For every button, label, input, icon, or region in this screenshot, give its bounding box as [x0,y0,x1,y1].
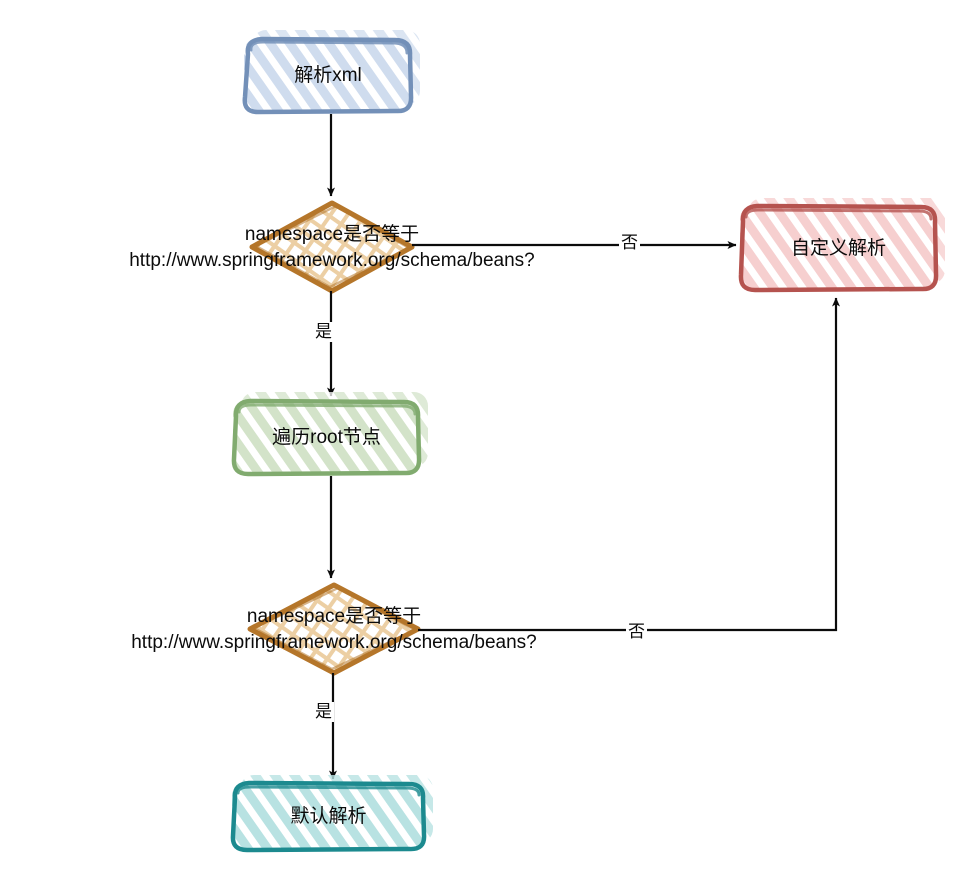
edge-label-yes-bottom: 是 [313,702,334,722]
node-traverse-root[interactable] [231,392,428,477]
node-decision2-label: namespace是否等于 http://www.springframework… [34,604,634,656]
node-default-parse-fill [232,782,425,850]
edge-decision2-no [418,297,840,632]
node-traverse-root-outline [231,398,422,477]
node-parse-xml-fill [244,38,412,113]
node-decision1-label-line2: http://www.springframework.org/schema/be… [129,250,535,271]
node-parse-xml[interactable] [242,30,420,115]
node-custom-parse-fill [740,205,937,291]
node-traverse-root-fill [233,400,420,475]
node-parse-xml-outline-sketch [249,40,409,55]
node-traverse-root-outline-sketch [237,403,417,416]
node-decision2-outline-sketch [252,586,417,671]
node-decision-child-namespace[interactable] [247,582,421,676]
node-decision2-label-line1: namespace是否等于 [246,606,422,627]
node-decision2-label-line2: http://www.springframework.org/schema/be… [131,632,537,653]
node-custom-parse[interactable] [738,198,945,293]
node-custom-parse-outline [738,203,939,293]
node-decision1-label: namespace是否等于 http://www.springframework… [32,222,632,274]
node-parse-xml-outline [242,36,414,115]
node-custom-parse-outline-sketch [744,208,933,221]
node-default-parse-outline-sketch [236,785,421,797]
edge-label-no-top: 否 [619,233,640,253]
edge-label-yes-top: 是 [313,322,334,342]
node-decision1-outline-sketch [254,204,411,289]
node-default-parse-outline [230,780,427,853]
edge-decision2-no-line [418,297,840,632]
node-default-parse[interactable] [230,775,433,853]
edge-label-no-bottom: 否 [626,622,647,642]
node-decision1-label-line1: namespace是否等于 [244,224,420,245]
